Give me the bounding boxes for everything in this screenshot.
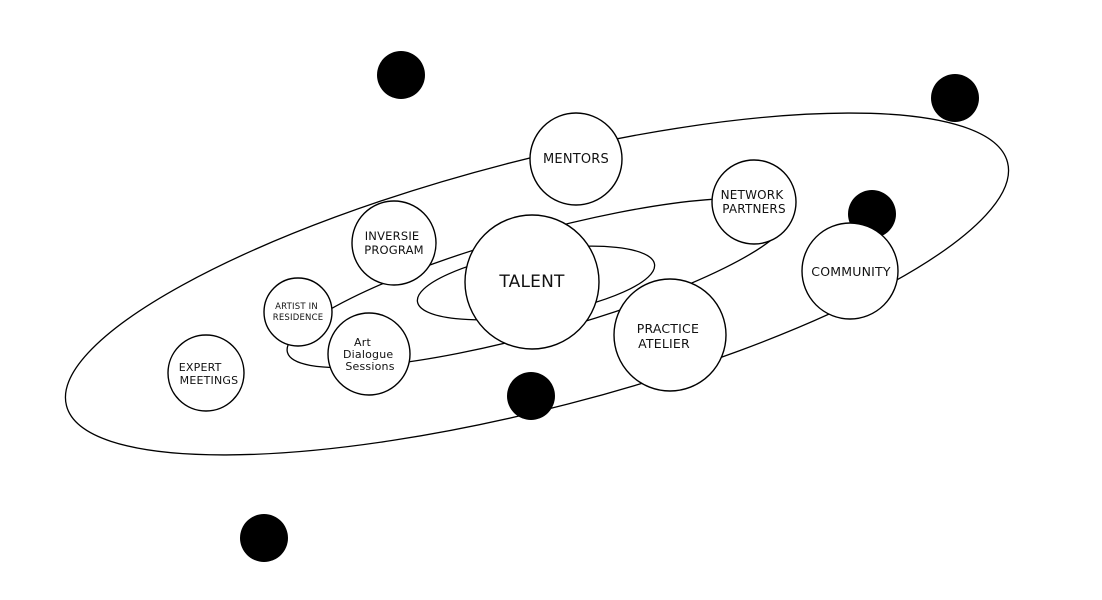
node-circle bbox=[529, 112, 623, 206]
node-circle bbox=[711, 159, 797, 245]
node-talent: TALENT bbox=[464, 214, 600, 350]
label-line: TALENT bbox=[498, 272, 565, 292]
node-label: NETWORK PARTNERS bbox=[721, 188, 788, 216]
node-artist-in-residence: ARTIST IN RESIDENCE bbox=[263, 277, 333, 347]
black-dot bbox=[240, 514, 288, 562]
node-inversie-program: INVERSIE PROGRAM bbox=[351, 200, 437, 286]
node-art-dialogue-sessions: Art Dialogue Sessions bbox=[327, 312, 411, 396]
label-line: INVERSIE bbox=[365, 229, 420, 243]
node-community: COMMUNITY bbox=[801, 222, 899, 320]
node-circle bbox=[327, 312, 411, 396]
black-dot bbox=[931, 74, 979, 122]
label-line: ARTIST IN bbox=[275, 302, 318, 312]
node-label: MENTORS bbox=[543, 152, 609, 167]
label-line: MENTORS bbox=[543, 152, 609, 167]
label-line: PARTNERS bbox=[722, 202, 786, 216]
label-line: COMMUNITY bbox=[811, 264, 891, 279]
node-label: ARTIST IN RESIDENCE bbox=[273, 302, 324, 323]
node-expert-meetings: EXPERT MEETINGS bbox=[167, 334, 245, 412]
node-mentors: MENTORS bbox=[529, 112, 623, 206]
node-circle bbox=[263, 277, 333, 347]
node-circle bbox=[351, 200, 437, 286]
node-circle bbox=[167, 334, 245, 412]
node-label: INVERSIE PROGRAM bbox=[364, 229, 424, 257]
node-circle bbox=[801, 222, 899, 320]
node-label: COMMUNITY bbox=[811, 264, 891, 279]
node-label: TALENT bbox=[498, 272, 565, 292]
black-dot bbox=[377, 51, 425, 99]
node-practice-atelier: PRACTICE ATELIER bbox=[613, 278, 727, 392]
outer-orbit bbox=[64, 112, 1010, 456]
label-line: Dialogue bbox=[343, 348, 393, 361]
node-circle bbox=[613, 278, 727, 392]
node-label: Art Dialogue Sessions bbox=[343, 336, 397, 373]
node-network-partners: NETWORK PARTNERS bbox=[711, 159, 797, 245]
label-line: PRACTICE bbox=[637, 321, 699, 336]
label-line: EXPERT bbox=[179, 361, 222, 374]
label-line: Art bbox=[354, 336, 371, 349]
black-dot bbox=[507, 372, 555, 420]
node-label: PRACTICE ATELIER bbox=[637, 321, 704, 351]
node-label: EXPERT MEETINGS bbox=[179, 361, 239, 387]
node-circle bbox=[464, 214, 600, 350]
label-line: ATELIER bbox=[638, 336, 690, 351]
label-line: RESIDENCE bbox=[273, 313, 324, 323]
label-line: PROGRAM bbox=[364, 243, 424, 257]
label-line: Sessions bbox=[345, 360, 394, 373]
label-line: NETWORK bbox=[721, 188, 785, 202]
label-line: MEETINGS bbox=[180, 374, 239, 387]
